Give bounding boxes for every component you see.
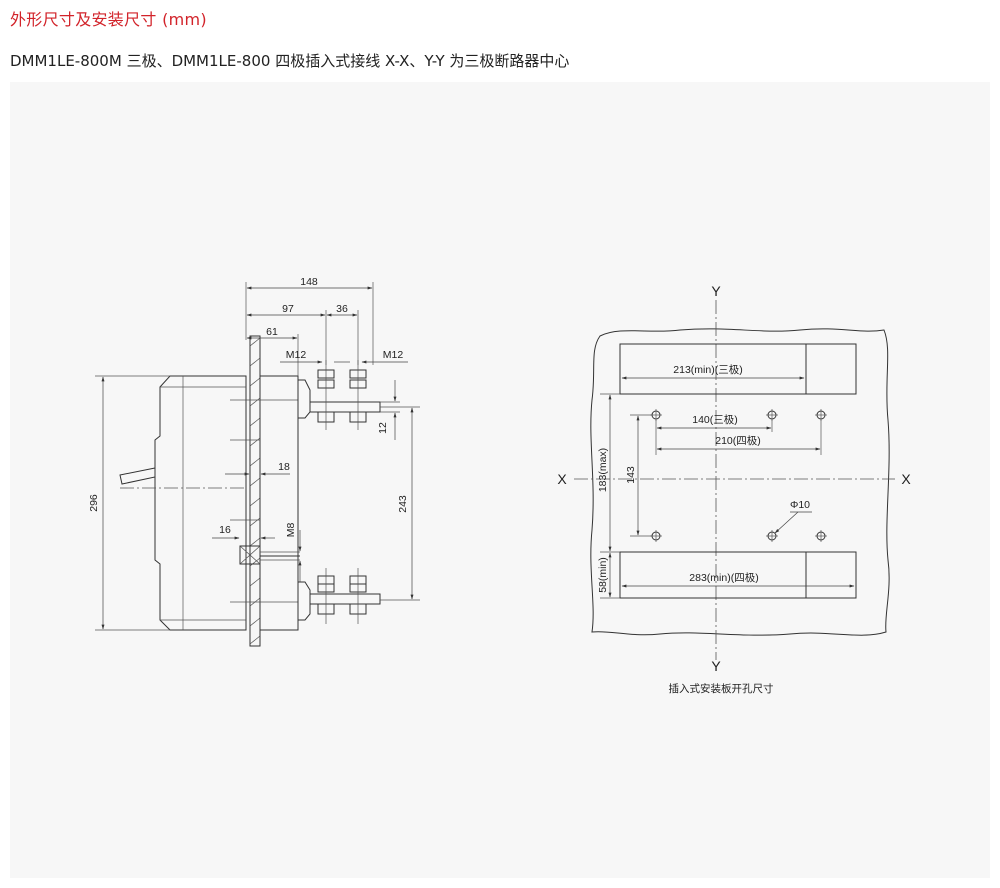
lower-bolt-right: [349, 568, 367, 624]
lower-bolt-left: [317, 568, 335, 624]
m8-fixing-screw: [239, 545, 300, 565]
lower-terminal-housing: [297, 581, 311, 621]
dim-18-label: 18: [278, 461, 290, 473]
page-subtitle: DMM1LE-800M 三极、DMM1LE-800 四极插入式接线 X-X、Y-…: [10, 52, 570, 70]
dim-58-label: 58(min): [597, 557, 609, 593]
y-top-label: Y: [711, 283, 721, 299]
dim-210-label: 210(四极): [715, 434, 761, 447]
upper-busbar: [309, 401, 381, 413]
dim-16-label: 16: [219, 524, 231, 536]
dim-97-label: 97: [282, 303, 294, 315]
dim-213-label: 213(min)(三极): [673, 363, 742, 376]
upper-bolt-left: [317, 360, 335, 430]
dim-61-label: 61: [266, 326, 278, 338]
dim-283-label: 283(min)(四极): [689, 571, 758, 584]
dim-296-label: 296: [88, 494, 100, 512]
lower-cutout: [619, 551, 857, 599]
x-left-label: X: [557, 471, 567, 487]
page-title: 外形尺寸及安装尺寸 (mm): [10, 10, 207, 29]
dim-183-label: 183(max): [597, 448, 609, 492]
breaker-body-outline: [154, 375, 247, 631]
mounting-holes: [650, 409, 827, 542]
m12-left-label: M12: [286, 349, 307, 361]
phi10-label: Φ10: [790, 499, 810, 511]
plate-hatching: [249, 337, 261, 645]
operating-handle: [119, 467, 156, 485]
plug-in-base: [259, 375, 299, 631]
upper-bolt-right: [349, 360, 367, 430]
upper-terminal-housing: [297, 379, 311, 419]
dim-12-label: 12: [377, 422, 389, 434]
side-view: 148 97 36 61 M12 M12 12 18 16 M8 296 243: [88, 276, 420, 647]
dim-140-label: 140(三极): [692, 413, 738, 426]
phi10-leader: [774, 511, 799, 534]
dim-148-label: 148: [300, 276, 318, 288]
dim-143-label: 143: [625, 466, 637, 484]
m8-label: M8: [285, 523, 297, 538]
x-right-label: X: [901, 471, 911, 487]
lower-busbar: [309, 593, 381, 605]
y-bottom-label: Y: [711, 658, 721, 674]
cutout-caption: 插入式安装板开孔尺寸: [669, 682, 774, 695]
panel-cutout-view: Y Y X X 213(min)(三极) 140(三极) 210(四极) 183…: [557, 283, 911, 695]
m12-right-label: M12: [383, 349, 404, 361]
drawing-panel: [10, 82, 990, 878]
dim-36-label: 36: [336, 303, 348, 315]
upper-cutout: [619, 343, 857, 395]
dim-243-label: 243: [397, 495, 409, 513]
panel-outline: [590, 328, 890, 636]
